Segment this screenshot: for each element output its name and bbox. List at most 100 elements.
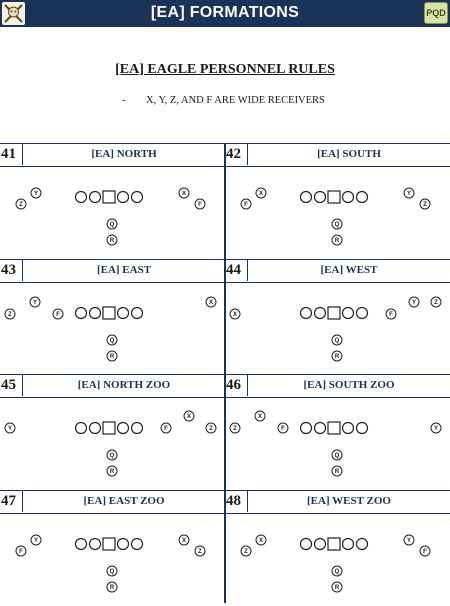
player-circle — [106, 449, 118, 461]
player-label: F — [281, 426, 285, 432]
player-y: Y — [30, 534, 42, 546]
player-circle — [331, 581, 343, 593]
player-label: R — [335, 354, 340, 360]
player-circle — [408, 296, 420, 308]
lineman-circle — [130, 421, 144, 435]
player-z: Z — [205, 422, 217, 434]
player-label: F — [164, 426, 168, 432]
formation-name: [EA] NORTH ZOO — [77, 379, 171, 391]
player-f: F — [52, 308, 64, 320]
offensive-line — [74, 306, 144, 320]
player-z: Z — [240, 545, 252, 557]
formation-name: [EA] EAST ZOO — [83, 495, 165, 507]
player-circle — [419, 198, 431, 210]
offensive-line — [74, 537, 144, 551]
player-circle — [15, 198, 27, 210]
player-circle — [205, 422, 217, 434]
formation-header: 41[EA] NORTH — [0, 143, 225, 167]
lineman-circle — [88, 421, 102, 435]
title-bar: [EA] FORMATIONS PQD — [0, 0, 450, 27]
player-label: Y — [407, 538, 411, 544]
formation-svg: Y F XZ Q R — [4, 410, 217, 477]
player-f: F — [385, 308, 397, 320]
player-f: F — [194, 198, 206, 210]
formation-number: 42 — [225, 144, 248, 165]
lineman-circle — [299, 306, 313, 320]
player-circle — [205, 296, 217, 308]
player-z: Z — [4, 308, 16, 320]
player-circle — [331, 449, 343, 461]
player-circle — [331, 234, 343, 246]
formation-number: 47 — [0, 491, 23, 512]
player-r: R — [331, 465, 343, 477]
player-circle — [255, 187, 267, 199]
player-circle — [178, 187, 190, 199]
formation-name: [EA] EAST — [96, 264, 152, 276]
player-circle — [385, 308, 397, 320]
player-x: X — [205, 296, 217, 308]
player-x: X — [183, 410, 195, 422]
player-r: R — [106, 350, 118, 362]
player-label: Y — [8, 426, 12, 432]
player-y: Y — [430, 422, 442, 434]
player-label: Q — [335, 338, 340, 344]
player-z: Z — [229, 422, 241, 434]
center-square — [102, 421, 116, 435]
player-circle — [52, 308, 64, 320]
player-label: Q — [335, 222, 340, 228]
player-label: F — [19, 549, 23, 555]
player-label: Y — [34, 191, 38, 197]
player-label: Z — [244, 549, 248, 555]
player-circle — [229, 308, 241, 320]
player-label: Q — [110, 338, 115, 344]
player-label: Y — [412, 300, 416, 306]
player-r: R — [106, 234, 118, 246]
player-label: Z — [434, 300, 438, 306]
center-square — [327, 190, 341, 204]
lineman-circle — [341, 306, 355, 320]
column-divider — [224, 143, 226, 603]
player-r: R — [331, 234, 343, 246]
lineman-circle — [116, 190, 130, 204]
player-f: F — [419, 545, 431, 557]
player-circle — [106, 234, 118, 246]
player-label: R — [110, 469, 115, 475]
player-label: Y — [407, 191, 411, 197]
lineman-circle — [341, 190, 355, 204]
player-y: Y — [4, 422, 16, 434]
player-y: Y — [30, 187, 42, 199]
player-label: Z — [19, 202, 23, 208]
player-label: X — [259, 538, 263, 544]
player-circle — [255, 534, 267, 546]
lineman-circle — [88, 537, 102, 551]
player-x: X — [255, 534, 267, 546]
formation-header: 46[EA] SOUTH ZOO — [225, 374, 450, 398]
formation-name: [EA] NORTH — [91, 148, 157, 160]
player-label: X — [209, 300, 213, 306]
player-label: F — [56, 312, 60, 318]
formation-header: 45[EA] NORTH ZOO — [0, 374, 225, 398]
player-label: Z — [233, 426, 237, 432]
offensive-line — [299, 537, 369, 551]
lineman-circle — [74, 537, 88, 551]
lineman-circle — [130, 306, 144, 320]
player-circle — [183, 410, 195, 422]
player-circle — [30, 534, 42, 546]
player-q: Q — [331, 449, 343, 461]
bullet-dash: - — [122, 95, 126, 106]
formation-name: [EA] SOUTH — [317, 148, 381, 160]
player-label: Q — [335, 569, 340, 575]
player-label: Q — [110, 453, 115, 459]
offensive-line — [299, 421, 369, 435]
player-q: Q — [106, 334, 118, 346]
player-circle — [106, 218, 118, 230]
formation-header: 44[EA] WEST — [225, 259, 450, 283]
player-q: Q — [331, 565, 343, 577]
player-z: Z — [430, 296, 442, 308]
player-label: F — [423, 549, 427, 555]
